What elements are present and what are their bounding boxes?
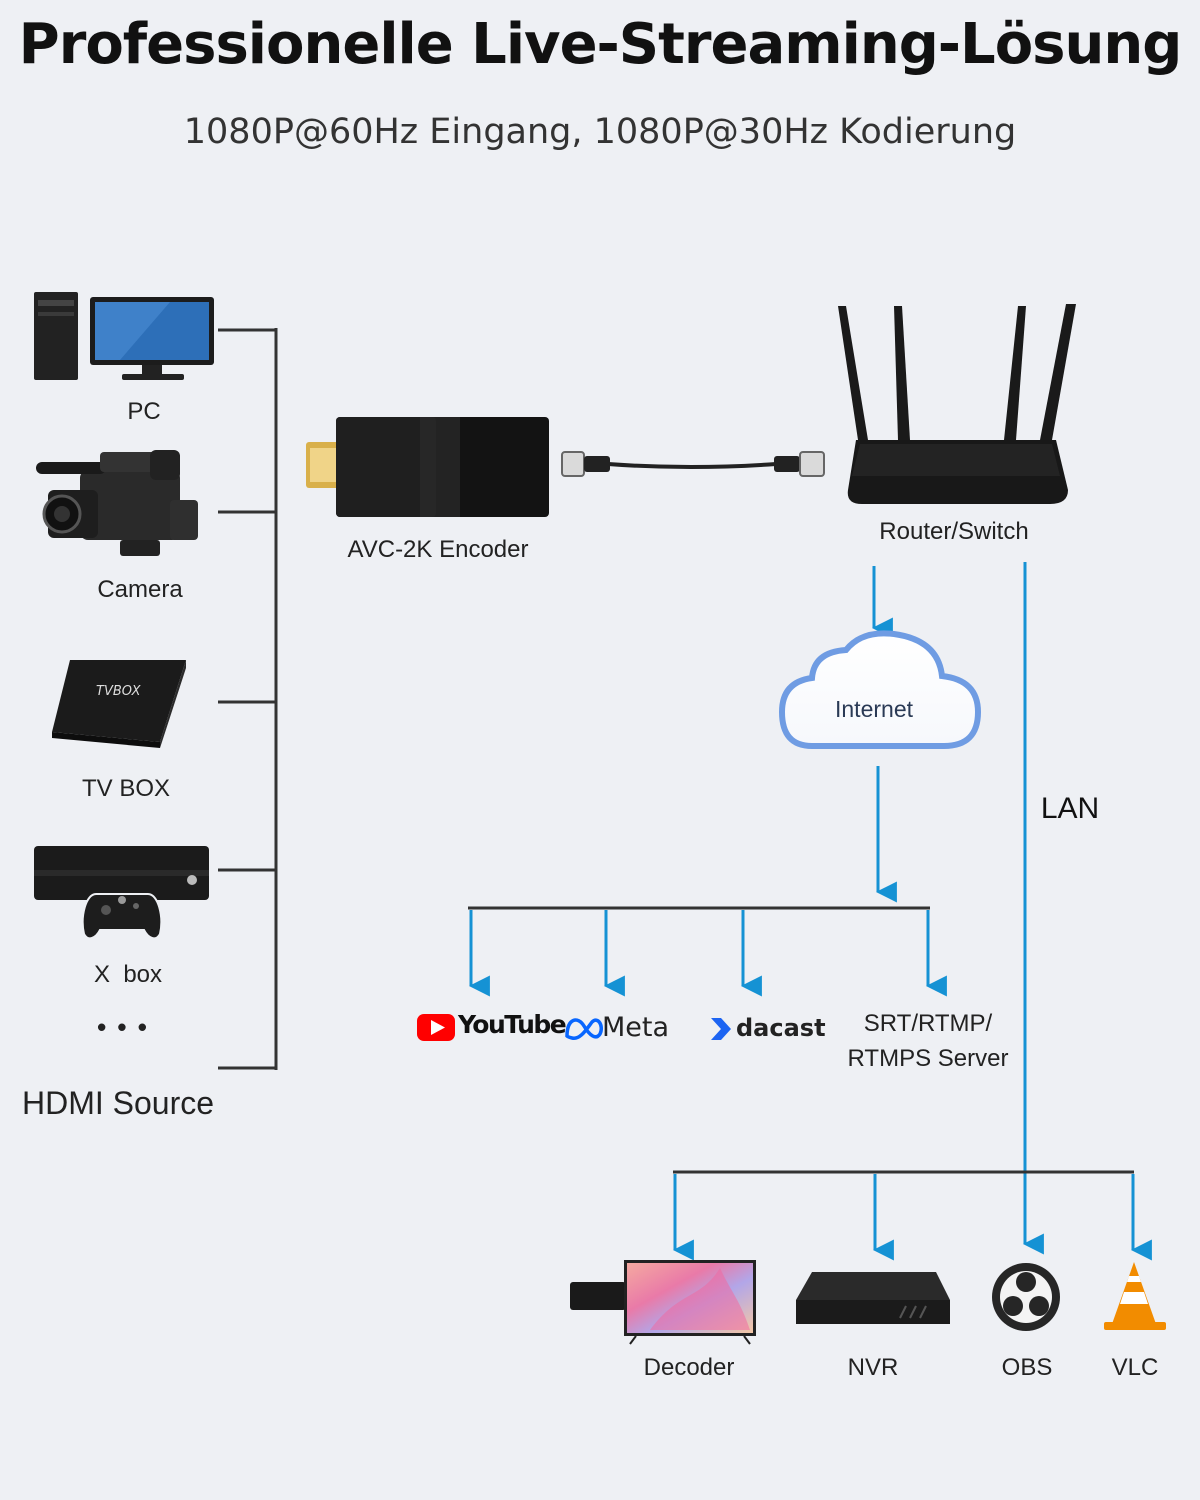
pc-icon (34, 292, 214, 380)
server-label-line1: SRT/RTMP/ (863, 1010, 993, 1037)
meta-label: Meta (602, 1012, 670, 1043)
router-label: Router/Switch (879, 518, 1029, 545)
source-label-xbox: X box (93, 961, 163, 988)
youtube-label: YouTube (458, 1010, 567, 1039)
hdmi-source-label: HDMI Source (22, 1085, 215, 1121)
xbox-icon (34, 846, 209, 940)
dacast-label: dacast (736, 1014, 826, 1042)
server-label-line2: RTMPS Server (847, 1045, 1009, 1072)
source-label-tvbox: TV BOX (81, 775, 171, 802)
client-label-vlc: VLC (1111, 1354, 1159, 1381)
source-more-dots: • • • (97, 1012, 149, 1042)
source-bracket (218, 328, 278, 1070)
obs-icon (992, 1263, 1060, 1331)
lan-label: LAN (1040, 792, 1100, 825)
vlc-icon (1104, 1262, 1166, 1330)
meta-logo-icon (565, 1018, 604, 1040)
tvbox-icon: TVBOX (52, 660, 186, 748)
nvr-icon (796, 1272, 950, 1324)
client-label-decoder: Decoder (643, 1354, 735, 1381)
decoder-icon (570, 1260, 756, 1345)
page-title: Professionelle Live-Streaming-Lösung (18, 12, 1183, 77)
encoder-label: AVC-2K Encoder (347, 536, 529, 563)
page-subtitle: 1080P@60Hz Eingang, 1080P@30Hz Kodierung (183, 112, 1017, 152)
dacast-logo-icon (711, 1018, 731, 1040)
ethernet-cable (561, 451, 825, 477)
source-label-pc: PC (127, 398, 161, 425)
youtube-logo-icon (417, 1014, 455, 1041)
source-label-camera: Camera (97, 576, 183, 603)
internet-cloud (778, 630, 982, 749)
encoder-icon (306, 417, 549, 517)
router-icon (838, 304, 1076, 504)
internet-label: Internet (835, 696, 913, 722)
client-label-obs: OBS (1001, 1354, 1053, 1381)
client-label-nvr: NVR (847, 1354, 899, 1381)
camera-icon (36, 450, 198, 556)
tvbox-brand: TVBOX (96, 684, 142, 699)
